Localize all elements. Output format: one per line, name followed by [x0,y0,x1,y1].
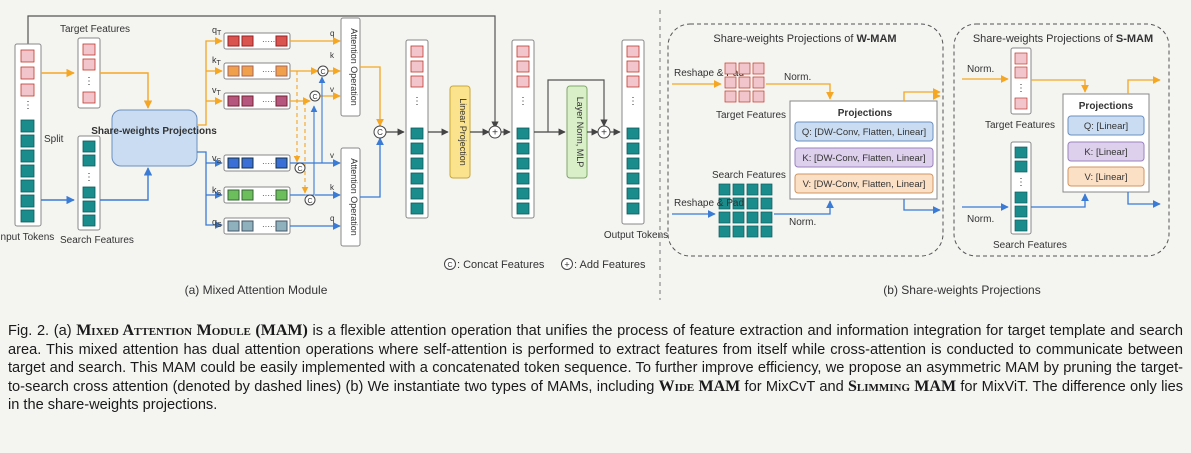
svg-text:Target Features: Target Features [985,120,1055,131]
svg-text:k: k [330,183,335,192]
svg-text:vS: vS [212,153,222,165]
svg-text:·····: ····· [262,67,275,76]
svg-text:⋮: ⋮ [23,100,33,111]
svg-text:⋮: ⋮ [412,96,422,107]
residual-tokens-column: ⋮ [511,39,535,219]
concat-symbols: C C C C [294,65,329,206]
target-features-stack: ⋮ [77,37,101,109]
svg-text:K: [DW-Conv, Flatten, Linear]: K: [DW-Conv, Flatten, Linear] [802,153,925,164]
svg-text:qS: qS [212,217,222,229]
svg-text:⋮: ⋮ [84,76,94,87]
svg-text:kT: kT [212,55,222,67]
svg-text:Layer Norm, MLP: Layer Norm, MLP [575,97,585,168]
figure-caption: Fig. 2. (a) Mixed Attention Module (MAM)… [8,322,1184,413]
w-target-grid [724,62,765,103]
svg-text:q: q [330,29,334,38]
svg-text:Norm.: Norm. [967,64,994,75]
wide-mam: Wide MAM [658,377,741,395]
w-mam-title: Share-weights Projections of W-MAM [713,33,896,45]
share-weights-projections-label: Share-weights Projections [91,126,217,137]
svg-text:⋮: ⋮ [84,172,94,183]
svg-text:Reshape & Pad: Reshape & Pad [674,198,744,209]
svg-text:: Add Features: : Add Features [574,259,646,271]
svg-text:Norm.: Norm. [967,214,994,225]
svg-text:Q: [DW-Conv, Flatten, Linear]: Q: [DW-Conv, Flatten, Linear] [802,127,926,138]
w-mam-panel [667,23,944,257]
caption-a: (a) Mixed Attention Module [185,283,328,297]
svg-text:v: v [330,85,334,94]
svg-text:vT: vT [212,85,222,97]
svg-text:Attention Operation: Attention Operation [349,28,359,106]
svg-text:⋮: ⋮ [1016,83,1026,94]
svg-text:C: C [320,69,325,76]
svg-text:v: v [330,151,334,160]
merged-tokens-column: ⋮ [405,39,429,219]
architecture-figure: ⋮ Input Tokens Split Target Features ⋮ ⋮… [0,10,1170,300]
svg-text:⋮: ⋮ [628,96,638,107]
svg-text:kS: kS [212,185,222,197]
w-search-grid [718,183,773,238]
svg-text:Q: [Linear]: Q: [Linear] [1084,121,1128,132]
svg-text:Search Features: Search Features [993,240,1067,251]
svg-text:Projections: Projections [1079,101,1134,112]
search-features-stack: ⋮ [77,135,101,231]
input-tokens-label: Input Tokens [0,232,54,243]
svg-text:C: C [377,128,383,137]
s-target-stack: ⋮ [1010,47,1032,115]
split-label: Split [44,134,64,145]
svg-text:C: C [312,94,317,101]
svg-text:·····: ····· [262,222,275,231]
svg-text:C: C [297,166,302,173]
svg-text:·····: ····· [262,97,275,106]
svg-text:C: C [447,262,452,269]
output-tokens-column: ⋮ [621,39,645,225]
svg-text:+: + [492,128,498,139]
svg-text:: Concat Features: : Concat Features [457,259,545,271]
target-features-label: Target Features [60,24,130,35]
svg-text:k: k [330,51,335,60]
svg-text:·····: ····· [262,191,275,200]
legend: C : Concat Features + : Add Features [444,258,646,271]
svg-text:C: C [307,198,312,205]
qkv-rows: qT ····· kT ····· vT ····· vS ····· kS ·… [212,25,291,235]
caption-b: (b) Share-weights Projections [883,283,1040,297]
svg-text:·····: ····· [262,37,275,46]
s-search-stack: ⋮ [1010,141,1032,235]
svg-text:+: + [601,128,607,139]
share-weights-projections-box [111,109,198,167]
svg-text:Norm.: Norm. [789,217,816,228]
s-mam-title: Share-weights Projections of S-MAM [973,33,1153,45]
svg-text:Attention Operation: Attention Operation [349,158,359,236]
svg-text:Search Features: Search Features [712,170,786,181]
input-tokens-column: ⋮ [14,43,42,227]
svg-text:Norm.: Norm. [784,72,811,83]
svg-text:Linear Projection: Linear Projection [458,98,468,166]
svg-text:q: q [330,214,334,223]
svg-text:⋮: ⋮ [1016,177,1026,188]
svg-text:V: [DW-Conv, Flatten, Linear]: V: [DW-Conv, Flatten, Linear] [803,179,926,190]
svg-text:qT: qT [212,25,222,37]
slimming-mam: Slimming MAM [847,377,957,395]
svg-text:V: [Linear]: V: [Linear] [1085,172,1128,183]
s-mam-panel [953,23,1170,257]
svg-text:Reshape & Pad: Reshape & Pad [674,68,744,79]
svg-text:Projections: Projections [838,108,893,119]
svg-text:Target Features: Target Features [716,110,786,121]
svg-text:⋮: ⋮ [518,96,528,107]
output-tokens-label: Output Tokens [604,230,668,241]
svg-text:K: [Linear]: K: [Linear] [1084,147,1127,158]
search-features-label: Search Features [60,235,134,246]
mam-name: Mixed Attention Module (MAM) [76,322,308,339]
svg-text:+: + [564,260,569,270]
svg-text:·····: ····· [262,159,275,168]
